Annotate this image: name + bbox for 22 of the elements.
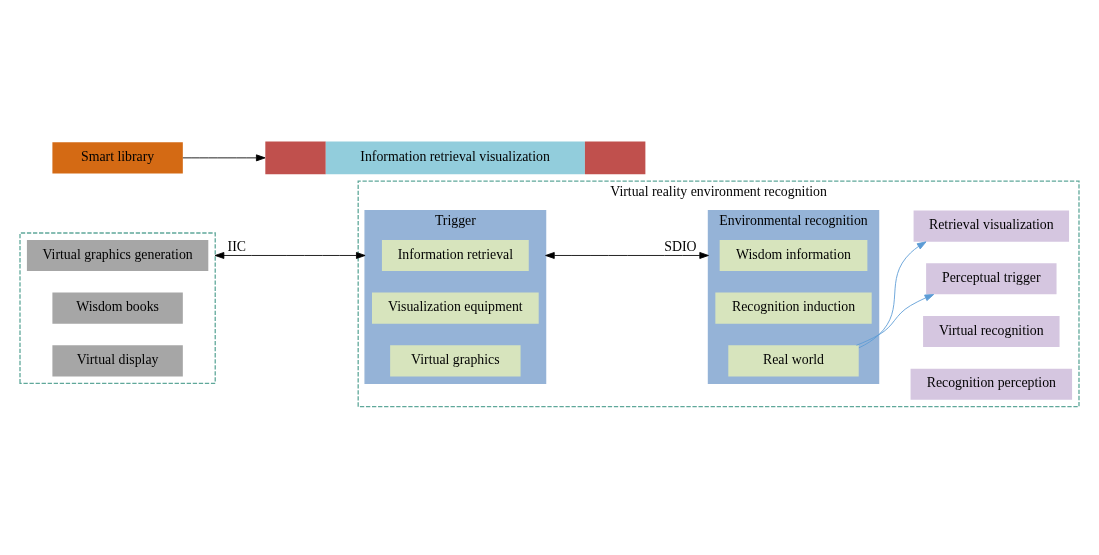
node-box: Recognition induction <box>715 292 872 324</box>
arrow <box>858 241 927 349</box>
node-box: Virtual graphics generation <box>26 239 209 271</box>
node-box: Recognition perception <box>910 368 1073 400</box>
edge-label: IIC <box>227 238 247 254</box>
node-box: Wisdom books <box>52 292 183 324</box>
node-box: Wisdom information <box>719 239 868 271</box>
arrow <box>214 252 366 259</box>
node-box: Retrieval visualization <box>913 210 1070 242</box>
node-box: Real world <box>728 345 859 377</box>
node-box: Virtual display <box>52 345 183 377</box>
arrow <box>182 154 266 162</box>
node-box: Virtual recognition <box>923 315 1060 348</box>
node-box: Smart library <box>52 142 183 174</box>
cluster <box>19 232 216 384</box>
node-box: Visualization equipment <box>372 292 539 324</box>
edge-label: SDIO <box>664 238 697 254</box>
arrow <box>545 252 709 259</box>
arrow <box>856 294 935 346</box>
node-box: Perceptual trigger <box>926 263 1057 295</box>
node-box: Virtual graphics <box>390 345 521 377</box>
node-box: Information retrieval <box>381 239 529 271</box>
